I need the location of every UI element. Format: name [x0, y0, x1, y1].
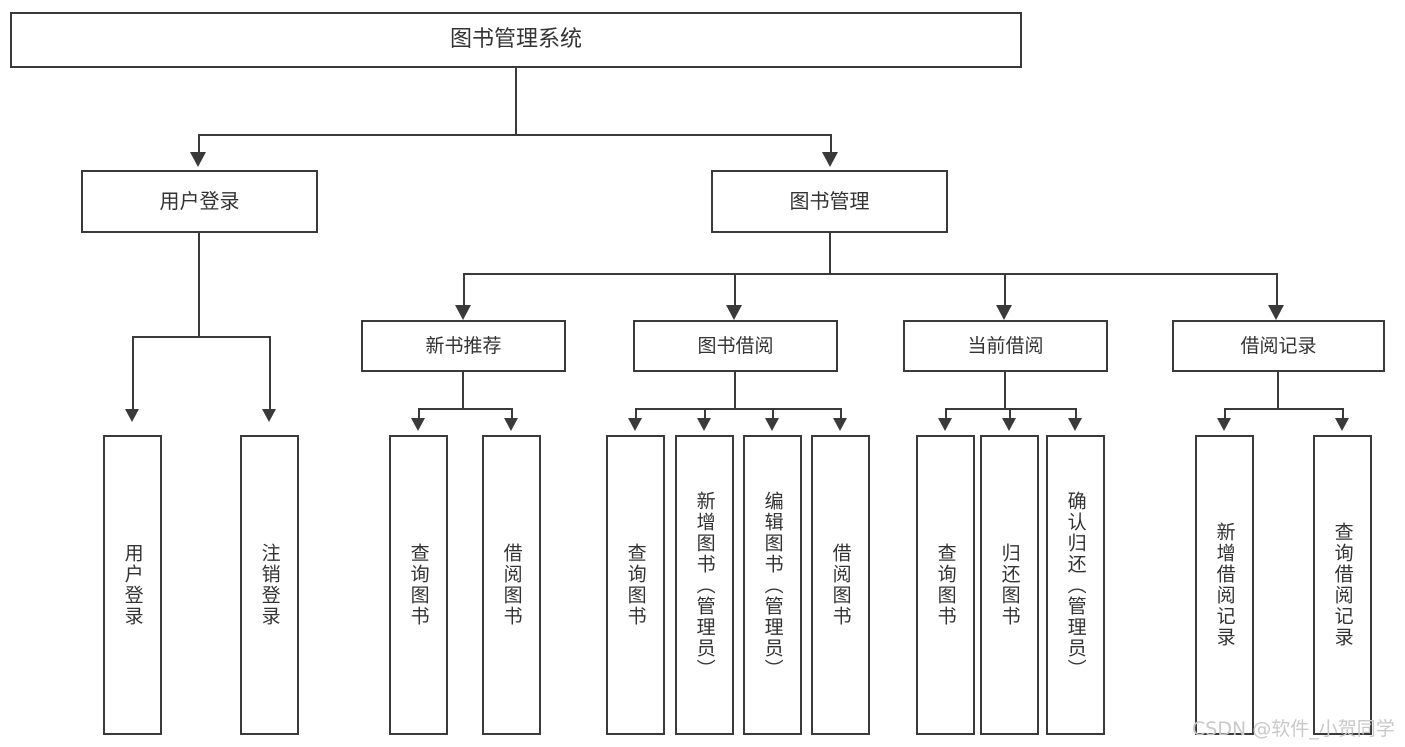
node-label: 图书管理系统 — [449, 26, 582, 52]
node-label: 用户登录 — [121, 543, 144, 627]
leaf-new-book-query[interactable]: 查询图书 — [389, 435, 448, 735]
node-label: 当前借阅 — [967, 334, 1044, 357]
arrowhead-book-borrow-leaf2 — [697, 418, 711, 431]
connector-to-new-book — [463, 273, 465, 308]
connector-current-borrow-leaf2 — [1009, 408, 1011, 420]
node-label: 新书推荐 — [425, 334, 502, 357]
connector-to-current-borrow — [1004, 273, 1006, 308]
leaf-current-borrow-query[interactable]: 查询图书 — [916, 435, 975, 735]
connector-borrow-record-leaf2 — [1342, 408, 1344, 420]
node-label: 查询图书 — [624, 543, 647, 627]
arrowhead-user-login-leaf2 — [262, 409, 276, 422]
leaf-new-book-borrow[interactable]: 借阅图书 — [482, 435, 541, 735]
node-label: 归还图书 — [998, 543, 1021, 627]
arrowhead-new-book-leaf1 — [411, 418, 425, 431]
connector-new-book-leaf1 — [418, 408, 420, 420]
node-label: 新增借阅记录 — [1213, 522, 1236, 648]
node-current-borrow[interactable]: 当前借阅 — [903, 320, 1108, 372]
leaf-book-borrow-edit[interactable]: 编辑图书（管理员） — [743, 435, 802, 735]
arrowhead-new-book-leaf2 — [504, 418, 518, 431]
arrowhead-to-book-borrow — [726, 305, 742, 320]
node-label: 查询借阅记录 — [1331, 522, 1354, 648]
connector-user-login-bus — [132, 336, 270, 338]
arrowhead-book-borrow-leaf4 — [833, 418, 847, 431]
node-label: 借阅图书 — [500, 543, 523, 627]
connector-user-login-leaf1 — [132, 336, 134, 412]
connector-book-borrow-leaf2 — [704, 408, 706, 420]
connector-root-bus — [198, 134, 832, 136]
node-label: 编辑图书（管理员） — [761, 490, 784, 680]
connector-user-login-stem — [198, 233, 200, 338]
node-root-system[interactable]: 图书管理系统 — [10, 12, 1022, 68]
connector-new-book-leaf2 — [511, 408, 513, 420]
node-label: 借阅图书 — [829, 543, 852, 627]
leaf-current-borrow-confirm-return[interactable]: 确认归还（管理员） — [1046, 435, 1105, 735]
arrowhead-current-borrow-leaf2 — [1002, 418, 1016, 431]
node-label: 确认归还（管理员） — [1064, 490, 1087, 680]
node-new-book-recommend[interactable]: 新书推荐 — [361, 320, 566, 372]
node-borrow-record[interactable]: 借阅记录 — [1172, 320, 1385, 372]
connector-new-book-bus — [418, 408, 512, 410]
leaf-book-borrow-add[interactable]: 新增图书（管理员） — [675, 435, 734, 735]
arrowhead-to-user-login — [190, 152, 206, 167]
connector-book-borrow-leaf3 — [772, 408, 774, 420]
arrowhead-current-borrow-leaf3 — [1068, 418, 1082, 431]
node-label: 借阅记录 — [1240, 334, 1317, 357]
node-label: 图书借阅 — [697, 334, 774, 357]
node-user-login[interactable]: 用户登录 — [81, 170, 318, 233]
connector-level3-bus — [463, 273, 1278, 275]
arrowhead-borrow-record-leaf2 — [1335, 418, 1349, 431]
csdn-watermark: CSDN @软件_小贺同学 — [1192, 718, 1395, 740]
node-label: 注销登录 — [258, 543, 281, 627]
node-label: 图书管理 — [789, 188, 870, 213]
arrowhead-to-book-manage — [822, 152, 838, 167]
node-book-management[interactable]: 图书管理 — [711, 170, 948, 233]
connector-root-to-book-manage — [830, 134, 832, 156]
leaf-book-borrow-lend[interactable]: 借阅图书 — [811, 435, 870, 735]
connector-root-stem — [515, 68, 517, 135]
connector-book-manage-stem — [829, 233, 831, 275]
leaf-user-login-signout[interactable]: 注销登录 — [240, 435, 299, 735]
connector-book-borrow-stem — [734, 372, 736, 410]
leaf-user-login-signin[interactable]: 用户登录 — [103, 435, 162, 735]
connector-borrow-record-leaf1 — [1224, 408, 1226, 420]
arrowhead-book-borrow-leaf1 — [628, 418, 642, 431]
node-label: 查询图书 — [934, 543, 957, 627]
node-label: 查询图书 — [407, 543, 430, 627]
connector-to-book-borrow — [734, 273, 736, 308]
arrowhead-current-borrow-leaf1 — [938, 418, 952, 431]
connector-borrow-record-bus — [1224, 408, 1343, 410]
connector-new-book-stem — [462, 372, 464, 410]
arrowhead-to-current-borrow — [996, 305, 1012, 320]
connector-book-borrow-leaf4 — [840, 408, 842, 420]
arrowhead-borrow-record-leaf1 — [1217, 418, 1231, 431]
node-book-borrow[interactable]: 图书借阅 — [633, 320, 838, 372]
connector-user-login-leaf2 — [269, 336, 271, 412]
connector-root-to-user-login — [198, 134, 200, 156]
connector-to-borrow-record — [1276, 273, 1278, 308]
arrowhead-to-new-book — [455, 305, 471, 320]
connector-current-borrow-leaf3 — [1075, 408, 1077, 420]
arrowhead-user-login-leaf1 — [125, 409, 139, 422]
connector-current-borrow-leaf1 — [945, 408, 947, 420]
leaf-book-borrow-query[interactable]: 查询图书 — [606, 435, 665, 735]
leaf-borrow-record-query[interactable]: 查询借阅记录 — [1313, 435, 1372, 735]
node-label: 用户登录 — [159, 188, 240, 213]
connector-current-borrow-stem — [1004, 372, 1006, 410]
leaf-current-borrow-return[interactable]: 归还图书 — [980, 435, 1039, 735]
connector-book-borrow-bus — [635, 408, 841, 410]
connector-borrow-record-stem — [1277, 372, 1279, 410]
node-label: 新增图书（管理员） — [693, 490, 716, 680]
arrowhead-to-borrow-record — [1268, 305, 1284, 320]
arrowhead-book-borrow-leaf3 — [765, 418, 779, 431]
leaf-borrow-record-add[interactable]: 新增借阅记录 — [1195, 435, 1254, 735]
connector-book-borrow-leaf1 — [635, 408, 637, 420]
